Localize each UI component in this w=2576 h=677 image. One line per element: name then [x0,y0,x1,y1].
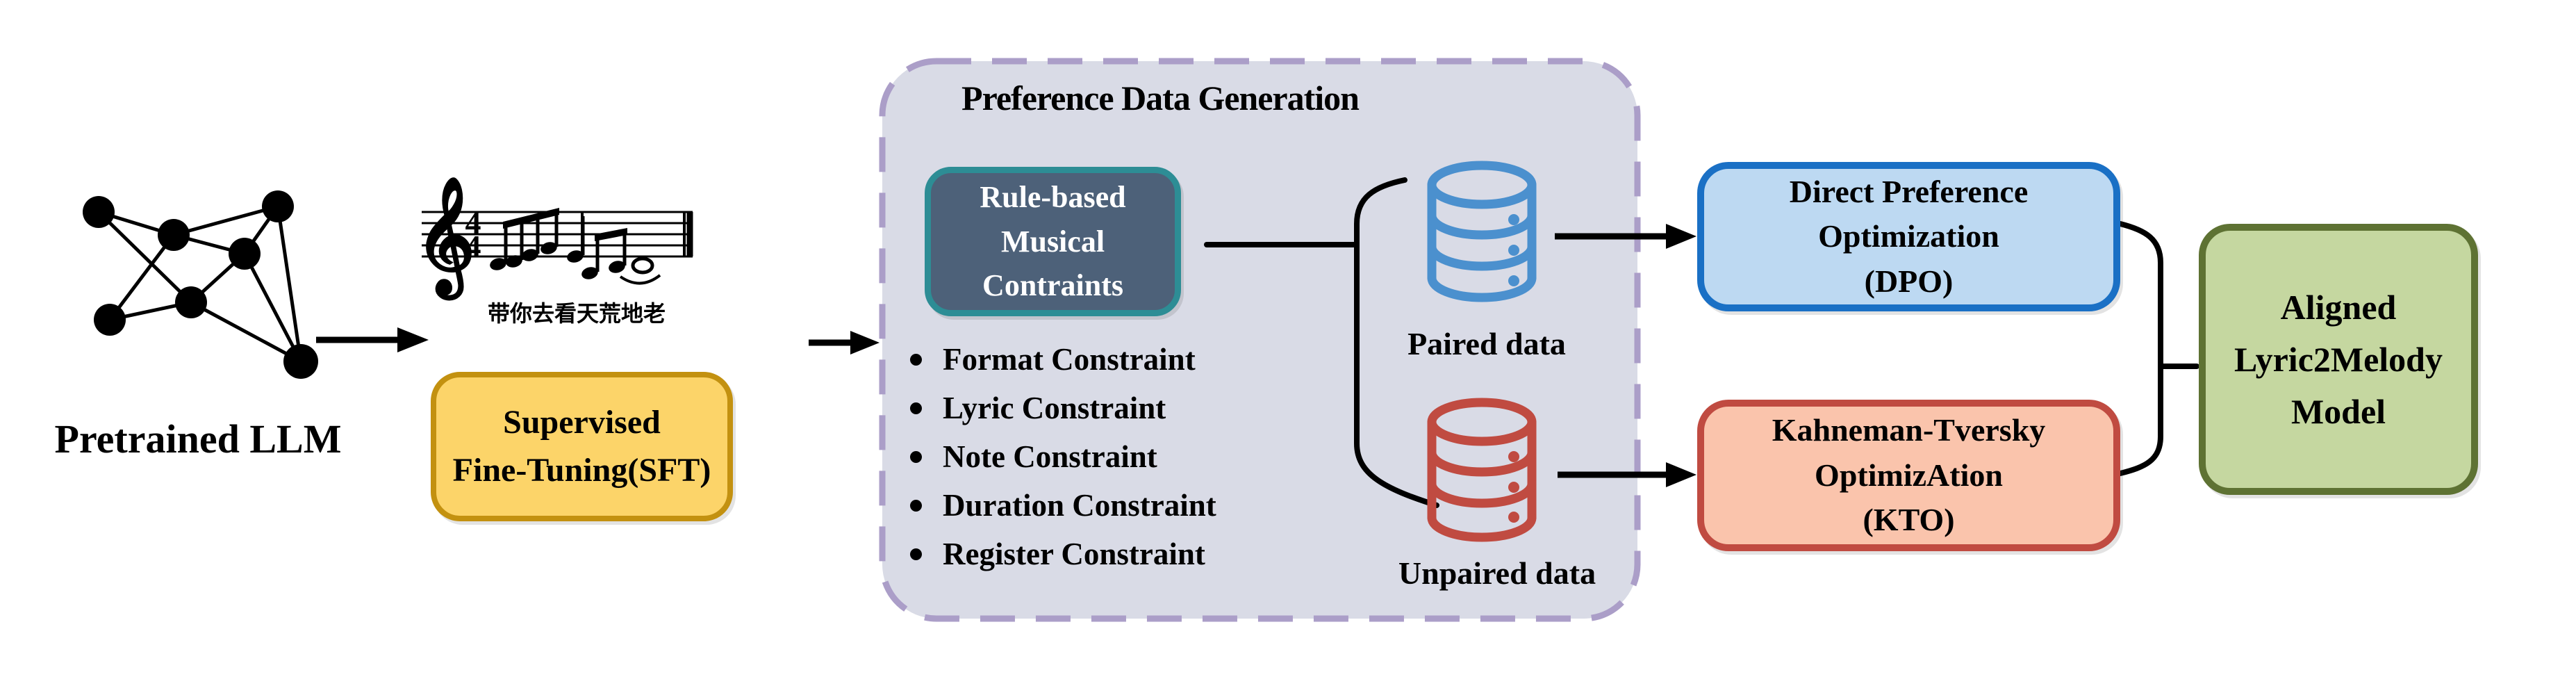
bullet-icon [910,402,922,414]
sft-line-2: Fine-Tuning(SFT) [452,451,711,489]
rule-based-constraints-box: Rule-based Musical Contraints [925,167,1181,316]
aligned-line-3: Model [2290,391,2386,431]
arrow-unpaired-to-kto-icon [1558,462,1696,487]
constraint-label: Lyric Constraint [943,391,1166,425]
arrow-llm-to-melody-icon [316,327,429,352]
preference-group-title: Preference Data Generation [961,79,1360,117]
dpo-line-3: (DPO) [1864,263,1954,299]
dpo-line-1: Direct Preference [1789,173,2029,209]
lyrics-text: 带你去看天荒地老 [487,301,666,326]
time-signature: 4 4 [465,205,481,264]
melody-score-icon: 𝄞 4 4 [415,177,693,301]
constraint-label: Note Constraint [943,439,1157,474]
constraint-list: Format Constraint Lyric Constraint Note … [902,335,1291,578]
aligned-line-2: Lyric2Melody [2234,339,2443,379]
rule-box-line-3: Contraints [982,268,1123,303]
kto-line-3: (KTO) [1863,502,1955,538]
kto-box: Kahneman-Tversky OptimizAtion (KTO) [1697,400,2120,551]
rule-box-line-2: Musical [1000,224,1105,259]
sft-line-1: Supervised [503,404,661,441]
constraint-item: Lyric Constraint [902,384,1291,432]
kto-line-2: OptimizAtion [1815,457,2003,493]
unpaired-data-label: Unpaired data [1398,555,1596,591]
sft-box: Supervised Fine-Tuning(SFT) [431,372,733,521]
kto-line-1: Kahneman-Tversky [1772,412,2046,448]
aligned-line-1: Aligned [2280,287,2397,327]
svg-text:4: 4 [465,229,481,264]
bullet-icon [910,353,922,366]
constraint-label: Duration Constraint [943,488,1216,523]
arrow-sft-to-preference-icon [809,331,880,354]
note-run-icon [490,208,661,285]
constraint-label: Register Constraint [943,537,1205,571]
network-graph-icon [83,190,318,379]
pretrained-llm-label: Pretrained LLM [54,416,342,462]
constraint-item: Note Constraint [902,432,1291,481]
bullet-icon [910,450,922,463]
rule-box-line-1: Rule-based [980,179,1126,214]
constraint-item: Duration Constraint [902,481,1291,530]
dpo-line-2: Optimization [1818,218,1999,254]
constraint-label: Format Constraint [943,342,1196,377]
constraint-item: Register Constraint [902,530,1291,578]
bullet-icon [910,548,922,560]
arrow-paired-to-dpo-icon [1555,224,1696,249]
dpo-box: Direct Preference Optimization (DPO) [1697,162,2120,311]
merge-connector [2117,221,2199,476]
aligned-model-box: Aligned Lyric2Melody Model [2199,224,2478,495]
bullet-icon [910,499,922,512]
constraint-item: Format Constraint [902,335,1291,384]
paired-data-label: Paired data [1407,326,1566,361]
svg-text:4: 4 [465,205,481,240]
treble-clef-icon: 𝄞 [415,177,475,301]
split-bracket [1204,177,1439,508]
paired-database-icon [1427,161,1537,302]
unpaired-database-icon [1427,398,1537,542]
